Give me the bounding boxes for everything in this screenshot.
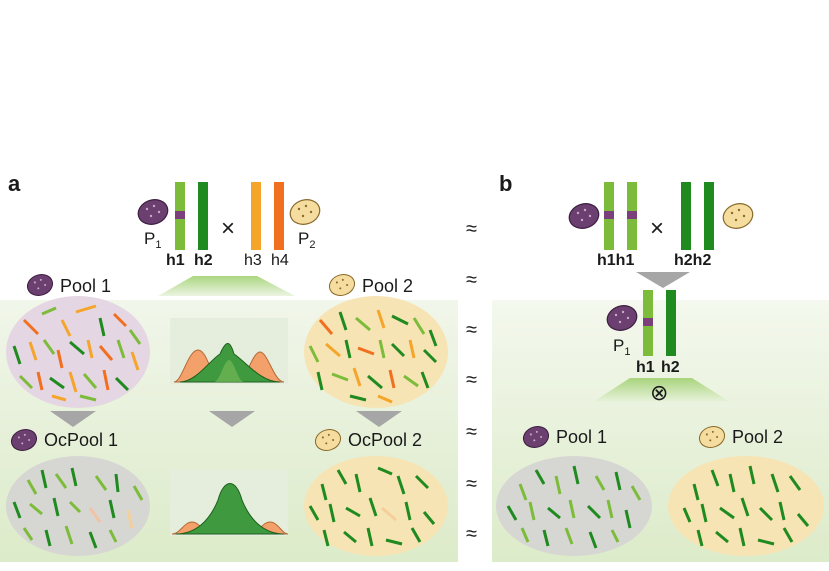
pool1-ellipse [6, 296, 150, 408]
potato-p1-icon [134, 195, 172, 229]
cross-symbol-b: × [650, 215, 664, 242]
chromosome-h3 [251, 182, 261, 250]
pool2-label: Pool 2 [362, 276, 413, 296]
b-pool2-fragments [682, 465, 810, 547]
separator-2: ≈ [466, 269, 477, 291]
separator-7: ≈ [466, 523, 477, 545]
ocpool1-ellipse [6, 456, 150, 556]
chromosome-h2 [198, 182, 208, 250]
chromosome-b-h2b [704, 182, 714, 250]
hap-h1-label: h1 [166, 252, 185, 269]
distribution-curves-1 [173, 343, 285, 383]
funnel-b [593, 378, 730, 402]
ocpool2-label: OcPool 2 [348, 430, 422, 450]
pool1-fragments [12, 304, 142, 402]
ocpool2-fragments [308, 466, 436, 547]
ocpool1-label: OcPool 1 [44, 430, 118, 450]
arrow-down-pool2 [356, 411, 402, 427]
hap-h2-label: h2 [194, 252, 213, 269]
chromosome-b-h1b [627, 182, 637, 250]
b-pool1-fragments [506, 465, 642, 549]
pool1-potato-icon [24, 270, 56, 300]
self-symbol: ⊗ [650, 380, 668, 405]
arrow-down-pool1 [50, 411, 96, 427]
separator-1: ≈ [466, 218, 477, 240]
hap-b-h1h1-label: h1h1 [597, 252, 634, 269]
chromosome-b-f1-h1 [643, 290, 653, 356]
ocpool1-fragments [12, 467, 144, 549]
hap-h4-label: h4 [271, 252, 289, 269]
potato-p2-icon [286, 195, 324, 229]
b-pool1-label: Pool 1 [556, 427, 607, 447]
chromosome-b-h1a [604, 182, 614, 250]
separator-5: ≈ [466, 421, 477, 443]
p2-label: P2 [298, 229, 315, 251]
distribution-curves-2 [171, 483, 289, 535]
chromosome-h4 [274, 182, 284, 250]
panel-b-letter: b [499, 171, 512, 196]
separator-3: ≈ [466, 319, 477, 341]
potato-b-p2-icon [719, 199, 757, 233]
chromosome-h1 [175, 182, 185, 250]
cross-symbol-a: × [221, 215, 235, 242]
chromosome-b-h2a [681, 182, 691, 250]
arrow-down-plot [209, 411, 255, 427]
panel-a-letter: a [8, 171, 21, 196]
potato-b-p1-icon [565, 199, 603, 233]
panel-b: b × h1h1 h2h2 P1 h1 h2 ⊗ Pool 1 [492, 171, 829, 562]
funnel-a [158, 276, 295, 296]
panel-a: a P1 × P2 h1 h2 h3 h4 Pool 1 Pool 2 [0, 171, 458, 562]
b-pool2-label: Pool 2 [732, 427, 783, 447]
pool2-potato-icon [326, 270, 358, 300]
f1-parent-label: P1 [613, 336, 630, 358]
separator-4: ≈ [466, 369, 477, 391]
pool2-fragments [308, 309, 438, 404]
hap-h3-label: h3 [244, 252, 262, 269]
separator-6: ≈ [466, 473, 477, 495]
f1-h2-label: h2 [661, 359, 680, 376]
arrow-down-f1 [636, 272, 690, 288]
separator-column: ≈ ≈ ≈ ≈ ≈ ≈ ≈ [466, 218, 477, 545]
pool1-label: Pool 1 [60, 276, 111, 296]
p1-label: P1 [144, 229, 161, 251]
chromosome-b-f1-h2 [666, 290, 676, 356]
f1-h1-label: h1 [636, 359, 655, 376]
hap-b-h2h2-label: h2h2 [674, 252, 711, 269]
